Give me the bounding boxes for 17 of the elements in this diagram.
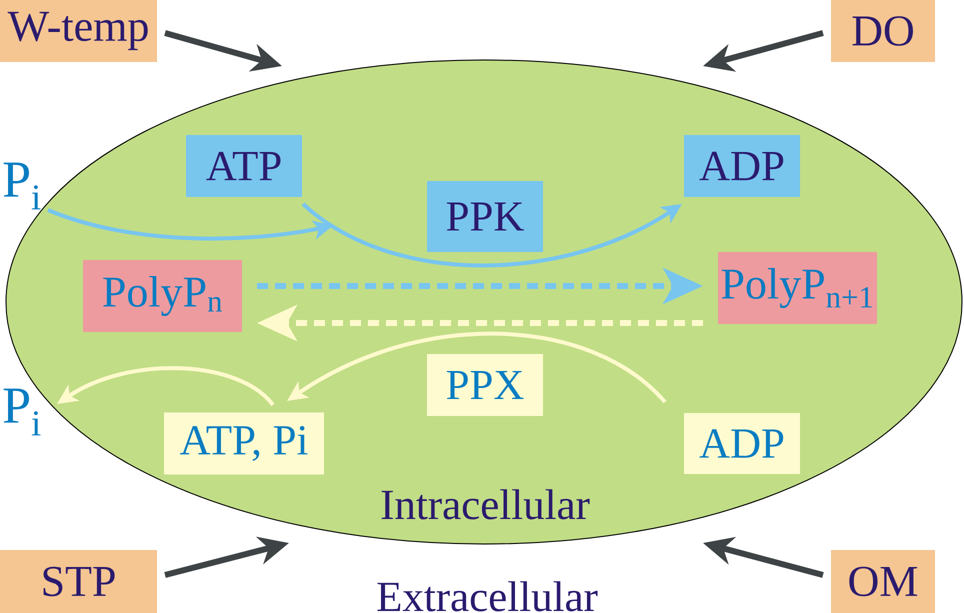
polyphosphate-box: PolyP$_{n}$ (83, 260, 242, 332)
curved-arrow (47, 208, 334, 241)
factor-box: OM (831, 550, 935, 613)
polyphosphate-box: PolyP$_{n+1}$ (718, 252, 877, 324)
enzyme-box: PPK (427, 181, 543, 252)
compound-box: ATP (186, 135, 302, 197)
compound-box: ADP (684, 135, 800, 197)
factor-box: W-temp (0, 0, 158, 62)
ion-label: P$_{i}$ (4, 162, 40, 210)
ion-label: P$_{i}$ (4, 388, 40, 436)
compound-box: ATP, Pi (164, 412, 324, 474)
compound-box: ADP (684, 413, 800, 474)
region-label: Intracellular (382, 489, 590, 520)
factor-box: DO (831, 0, 935, 62)
factor-box: STP (0, 550, 158, 613)
enzyme-box: PPX (427, 354, 543, 416)
region-label: Extracellular (377, 581, 598, 612)
